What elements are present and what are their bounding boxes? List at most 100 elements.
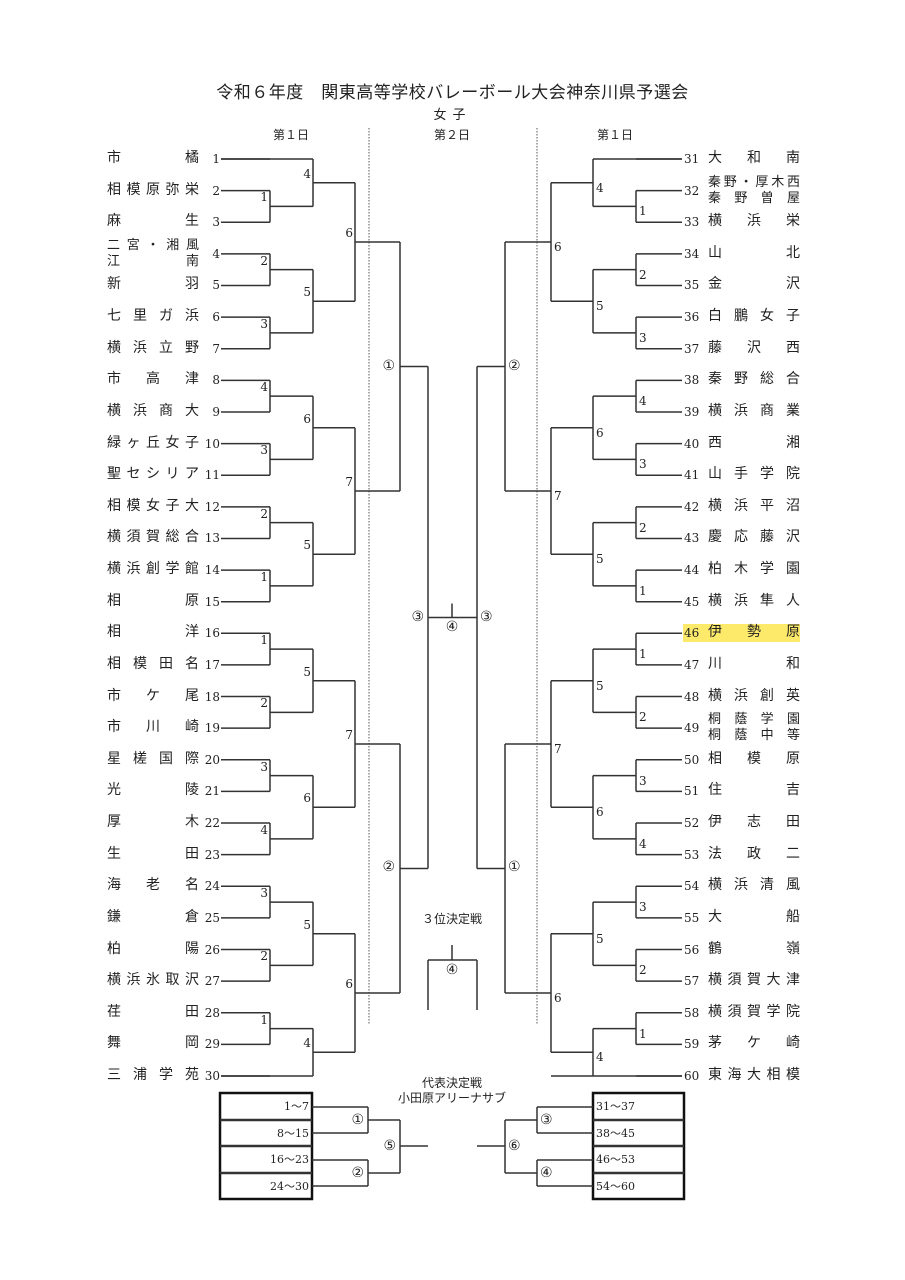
team-name: 生田: [107, 845, 199, 862]
team-name: 横浜創英: [708, 687, 800, 704]
match-number: 1: [639, 647, 647, 662]
team-name: 慶応藤沢: [708, 529, 800, 546]
team-seed-number: 15: [204, 594, 220, 609]
match-number: 1: [639, 583, 647, 598]
team-seed-number: 40: [684, 436, 700, 451]
team-seed-number: 38: [684, 373, 700, 388]
team-seed-number: 36: [684, 310, 700, 325]
team-seed-number: 35: [684, 278, 700, 293]
team-name: 麻生: [107, 213, 199, 230]
team-seed-number: 46: [684, 626, 700, 641]
team-name: 藤沢西: [708, 339, 800, 356]
team-name: 星槎国際: [107, 750, 199, 767]
team-seed-number: 6: [212, 310, 220, 325]
team-seed-number: 3: [212, 215, 220, 230]
team-seed-number: 19: [204, 721, 220, 736]
team-seed-number: 30: [204, 1069, 220, 1083]
team-seed-number: 17: [204, 657, 220, 672]
match-number: 2: [639, 963, 647, 978]
team-seed-number: 29: [204, 1037, 220, 1052]
team-seed-number: 14: [204, 563, 220, 578]
team-seed-number: 51: [684, 784, 700, 799]
semifinal-match-number: ③: [480, 608, 493, 625]
team-seed-number: 10: [204, 436, 220, 451]
team-name: 金沢: [708, 276, 800, 293]
team-seed-number: 16: [204, 626, 220, 641]
team-name: 横浜隼人: [708, 592, 800, 609]
range-label: 1〜7: [284, 1100, 309, 1113]
team-name: 荏田: [107, 1003, 199, 1020]
team-seed-number: 22: [204, 816, 220, 831]
third-place-label: ３位決定戦: [421, 912, 483, 926]
team-seed-number: 41: [684, 468, 700, 483]
division-label: 女子: [433, 108, 472, 123]
team-name: 相洋: [107, 624, 199, 641]
match-number: 5: [303, 285, 311, 300]
match-number: 2: [639, 710, 647, 725]
team-seed-number: 23: [204, 847, 220, 862]
match-number: 3: [260, 443, 268, 458]
rep-match-number: ⑤: [383, 1138, 396, 1154]
match-number: 2: [639, 520, 647, 535]
team-name: 横浜創学館: [107, 561, 199, 578]
team-seed-number: 54: [684, 879, 700, 894]
team-name: 三浦学苑: [107, 1067, 199, 1083]
team-name: 七里ガ浜: [107, 308, 199, 325]
team-name: 住吉: [708, 782, 800, 799]
final-match-number: ④: [445, 618, 459, 635]
range-label: 8〜15: [277, 1127, 309, 1140]
team-name: 鎌倉: [107, 908, 199, 925]
match-number: 3: [260, 886, 268, 901]
team-name: 舞岡: [107, 1035, 199, 1052]
team-seed-number: 7: [212, 341, 220, 356]
team-name: 伊志田: [708, 814, 800, 831]
match-number: 1: [260, 633, 268, 648]
team-seed-number: 25: [204, 910, 220, 925]
match-number: 6: [303, 411, 311, 426]
match-number: 7: [345, 727, 353, 742]
team-seed-number: 52: [684, 816, 700, 831]
match-number: 5: [596, 931, 604, 946]
team-name: 川和: [708, 655, 800, 672]
match-number: 6: [596, 805, 604, 820]
rep-match-number: ⑥: [508, 1138, 521, 1154]
team-name: 市高津: [107, 371, 199, 388]
team-seed-number: 50: [684, 752, 700, 767]
team-name: 秦野総合: [708, 371, 800, 388]
team-seed-number: 49: [684, 721, 700, 736]
team-name: 柏陽: [107, 940, 199, 957]
match-number: 2: [639, 267, 647, 282]
match-number: 6: [596, 425, 604, 440]
team-seed-number: 48: [684, 689, 700, 704]
team-seed-number: 31: [684, 152, 700, 166]
match-number: 2: [260, 696, 268, 711]
team-seed-number: 5: [212, 278, 220, 293]
rep-match-number: ③: [540, 1112, 553, 1128]
team-name: 市ケ尾: [107, 687, 199, 704]
team-seed-number: 11: [204, 468, 220, 483]
range-label: 31〜37: [596, 1100, 635, 1113]
team-name: 海老名: [107, 877, 199, 894]
team-seed-number: 58: [684, 1005, 700, 1020]
team-name: 横浜立野: [107, 339, 199, 356]
team-name: 新羽: [107, 276, 199, 293]
match-number-circled: ②: [382, 859, 395, 876]
team-seed-number: 20: [204, 752, 220, 767]
match-number: 7: [554, 741, 562, 756]
representative-title: 代表決定戦: [421, 1076, 483, 1090]
team-seed-number: 55: [684, 910, 700, 925]
team-seed-number: 47: [684, 657, 700, 672]
team-name: 横浜商業: [708, 402, 800, 419]
match-number: 7: [554, 489, 562, 504]
match-number: 5: [596, 299, 604, 314]
match-number: 4: [639, 394, 647, 409]
match-number: 5: [303, 664, 311, 679]
range-label: 24〜30: [270, 1180, 309, 1193]
range-label: 54〜60: [596, 1180, 635, 1193]
team-seed-number: 60: [684, 1069, 700, 1083]
team-name: 緑ヶ丘女子: [107, 434, 199, 451]
match-number: 4: [260, 822, 268, 837]
team-seed-number: 39: [684, 404, 700, 419]
team-seed-number: 27: [204, 974, 220, 989]
